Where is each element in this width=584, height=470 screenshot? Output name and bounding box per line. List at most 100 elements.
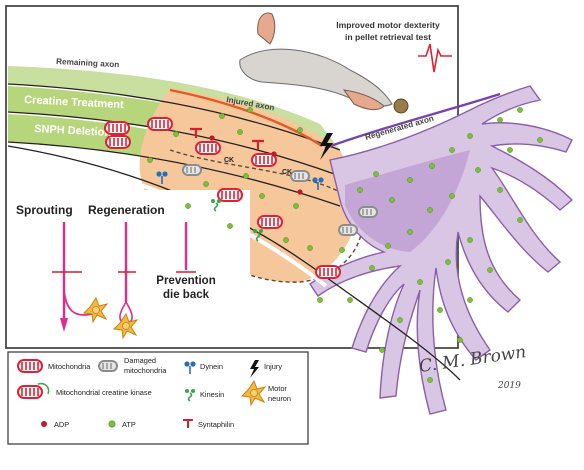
atp-dot [467, 237, 473, 243]
legend-atp-icon [108, 420, 116, 428]
headline-line1: Improved motor dexterity [336, 20, 440, 30]
atp-dot [429, 163, 435, 169]
snph-band-label: SNPH Deletion [34, 123, 112, 139]
dieback-outline [169, 149, 364, 283]
sprouting-title: Sprouting [16, 203, 73, 217]
legend-injury-icon [250, 360, 259, 378]
legend-adp-label: ADP [54, 420, 69, 429]
legend-injury-label: Injury [264, 362, 282, 371]
mitochondrion [314, 264, 342, 280]
regenerated-axon-line [324, 92, 501, 150]
neuron-inner-shade [345, 150, 470, 252]
axon-outline-bot [7, 141, 341, 207]
atp-dot [517, 217, 523, 223]
atp-dot [227, 223, 233, 229]
remaining-axon-band [8, 66, 340, 150]
atp-dot [219, 113, 225, 119]
legend-kinesin-label: Kinesin [200, 390, 224, 399]
legend-adp-icon [41, 421, 47, 427]
atp-dot [283, 237, 289, 243]
injured-axon-line [169, 88, 323, 148]
atp-dot [317, 297, 323, 303]
atp-dot [339, 247, 345, 253]
atp-dot [417, 279, 423, 285]
atp-dot [507, 147, 513, 153]
legend-damaged-line2: mitochondria [124, 366, 167, 375]
atp-dot [369, 265, 375, 271]
legend-mitochondria-icon [16, 358, 44, 374]
atp-dot [297, 127, 303, 133]
atp-dot [385, 243, 391, 249]
atp-dot [497, 117, 503, 123]
snph-band-mitochondrion [103, 120, 131, 136]
legend-syntaphilin-label: Syntaphilin [198, 420, 234, 429]
atp-dot [147, 157, 153, 163]
atp-dots [147, 107, 543, 383]
atp-dot [437, 307, 443, 313]
atp-dot [293, 203, 299, 209]
atp-dot [467, 297, 473, 303]
prevention-axon [176, 222, 196, 273]
legend-dynein-label: Dynein [200, 362, 223, 371]
legend-mito-ck-icon [16, 384, 44, 400]
atp-dot [449, 147, 455, 153]
sprouting-axon [52, 222, 108, 332]
atp-dot [475, 167, 481, 173]
atp-dot [487, 267, 493, 273]
axon-outline-top [7, 83, 341, 151]
legend-atp-label: ATP [122, 420, 136, 429]
mitochondrion [216, 187, 244, 203]
legend-motor-line2: neuron [268, 394, 291, 403]
atp-dot [357, 187, 363, 193]
headline-line2: in pellet retrieval test [345, 32, 431, 42]
atp-dot [203, 181, 209, 187]
atp-dot [497, 187, 503, 193]
regeneration-title: Regeneration [88, 203, 165, 217]
atp-dot [243, 173, 249, 179]
mitochondrion-ck [194, 140, 222, 156]
signature-year: 2019 [497, 381, 521, 391]
atp-dot [247, 107, 253, 113]
regeneration-axon [113, 222, 138, 339]
prevention-title-line2: die back [163, 289, 210, 301]
legend-ck-arrow-icon [37, 382, 50, 395]
mitochondrion [256, 214, 284, 230]
damaged-mitochondrion [181, 163, 203, 177]
phenotype-panel [10, 190, 250, 345]
ck-label: CK [282, 169, 292, 176]
legend-damaged-line1: Damaged [124, 356, 156, 365]
atp-dot [427, 207, 433, 213]
atp-dot [427, 377, 433, 383]
damaged-mitochondrion [289, 169, 311, 183]
atp-dot [373, 171, 379, 177]
atp-dot [237, 129, 243, 135]
damaged-mitochondrion [357, 205, 379, 219]
atp-dot [457, 337, 463, 343]
legend-mitochondria-label: Mitochondria [48, 362, 91, 371]
atp-dot [537, 137, 543, 143]
prevention-title-line1: Prevention [156, 275, 215, 287]
atp-dot [307, 245, 313, 251]
atp-dot [347, 297, 353, 303]
atp-dot [185, 203, 191, 209]
mouse-paw-illustration [239, 12, 393, 111]
legend-mito-ck-label: Mitochondrial creatine kinase [56, 388, 152, 397]
atp-dot [407, 229, 413, 235]
atp-dot [445, 259, 451, 265]
pellet-icon [393, 98, 409, 114]
creatine-band-label: Creatine Treatment [24, 94, 124, 111]
mitochondrion [146, 116, 174, 132]
legend-syntaphilin-icon [183, 419, 193, 428]
damaged-mitochondrion [337, 223, 359, 237]
ck-label: CK [224, 157, 234, 164]
legend-damaged-icon [97, 359, 119, 373]
atp-dot [517, 107, 523, 113]
legend-motor-line1: Motor [268, 384, 287, 393]
atp-dot [467, 133, 473, 139]
atp-dot [379, 347, 385, 353]
remaining-axon-label: Remaining axon [56, 57, 120, 69]
injury-bolt-icon [320, 133, 333, 160]
axon-outline-mid [7, 111, 341, 177]
lower-axon [7, 145, 461, 381]
